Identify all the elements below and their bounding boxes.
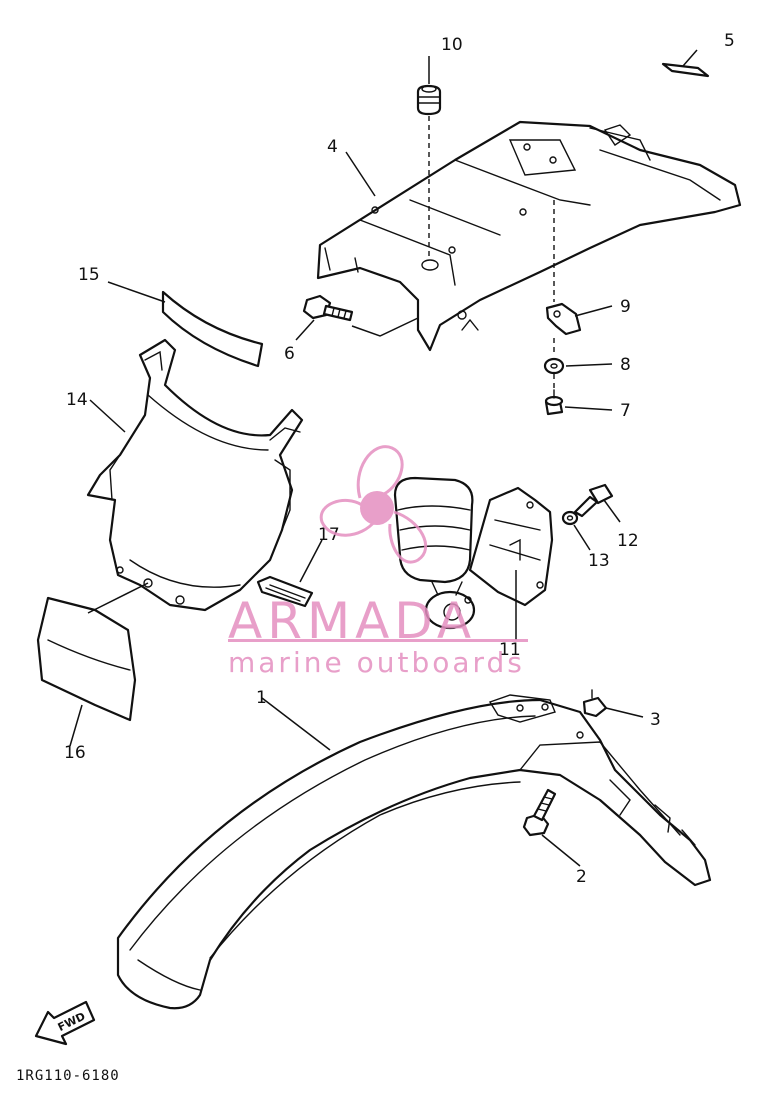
part-4-rear-fender-top [316,120,742,352]
watermark-underline [228,639,528,642]
part-11-bracket [468,486,554,607]
part-9-nut [545,302,582,336]
drawing-code: 1RG110-6180 [16,1068,120,1084]
callout-1: 1 [256,688,267,708]
callout-5: 5 [724,31,735,51]
callout-14: 14 [66,390,88,410]
part-8-washer [543,357,565,375]
callout-15: 15 [78,265,100,285]
leader-lines [69,49,698,867]
fwd-arrow: FWD [34,1000,96,1046]
callout-13: 13 [588,551,610,571]
part-1-rear-fender [116,694,712,1010]
armada-watermark: ARMADA marine outboards [228,445,528,679]
propeller-logo-icon [319,445,428,564]
part-13-washer [561,510,579,526]
callout-3: 3 [650,710,661,730]
part-10-grommet [416,84,442,258]
part-14-inner-fender [86,338,304,612]
part-5-reflector-strip [661,62,710,78]
callout-8: 8 [620,355,631,375]
part-15-strip [161,290,264,368]
watermark-tagline: marine outboards [228,646,525,679]
callout-16: 16 [64,743,86,763]
callout-17: 17 [318,525,340,545]
part-3-nut [582,689,608,718]
callout-4: 4 [327,137,338,157]
callout-10: 10 [441,35,463,55]
callout-12: 12 [617,531,639,551]
callout-numbers: 1 2 3 4 5 6 7 8 9 10 11 12 13 14 15 16 1… [64,31,735,887]
callout-6: 6 [284,344,295,364]
callout-9: 9 [620,297,631,317]
part-7-screw [544,389,564,416]
part-6-bolt [302,294,354,322]
callout-2: 2 [576,867,587,887]
part-12-bolt [573,483,614,518]
callout-7: 7 [620,401,631,421]
part-17-bracket [256,575,314,608]
part-16-mud-flap [36,582,149,722]
callout-11: 11 [499,640,521,660]
tail-light-assembly [393,476,476,630]
part-2-bolt [522,788,557,837]
